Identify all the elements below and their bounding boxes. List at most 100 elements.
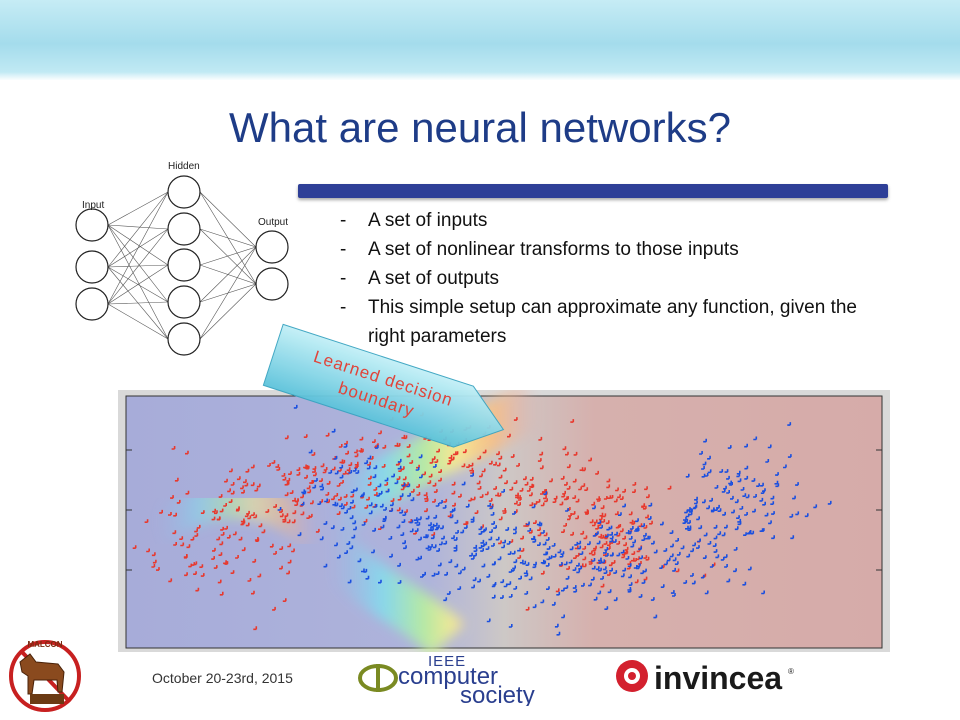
scatter-point <box>292 510 297 515</box>
scatter-point <box>734 499 739 504</box>
network-edge <box>199 246 257 340</box>
scatter-point <box>245 522 250 527</box>
scatter-point <box>470 472 474 477</box>
callout-arrow: Learned decision boundary <box>262 323 505 448</box>
scatter-point <box>308 449 313 454</box>
scatter-point <box>439 541 443 546</box>
scatter-point <box>598 516 603 521</box>
scatter-point <box>770 501 775 505</box>
scatter-point <box>762 501 766 506</box>
scatter-point <box>561 529 565 533</box>
scatter-point <box>465 503 470 508</box>
scatter-point <box>513 530 517 535</box>
scatter-point <box>616 541 621 545</box>
scatter-point <box>183 554 188 559</box>
output-layer-label: Output <box>258 217 288 228</box>
scatter-point <box>238 536 243 541</box>
scatter-point <box>592 505 596 510</box>
scatter-point <box>331 466 336 471</box>
scatter-point <box>537 532 542 537</box>
scatter-point <box>601 519 606 523</box>
scatter-point <box>219 541 224 546</box>
scatter-point <box>220 526 224 531</box>
scatter-point <box>218 494 223 498</box>
scatter-point <box>282 598 287 602</box>
scatter-point <box>501 544 505 549</box>
scatter-point <box>354 464 359 468</box>
scatter-point <box>419 474 423 479</box>
header-band <box>0 0 960 80</box>
scatter-point <box>491 583 496 588</box>
scatter-point <box>519 559 524 564</box>
scatter-point <box>591 501 596 506</box>
scatter-point <box>717 508 722 512</box>
scatter-point <box>764 512 769 517</box>
scatter-point <box>498 540 502 545</box>
network-edge <box>107 191 169 305</box>
scatter-point <box>224 478 228 483</box>
scatter-point <box>200 573 205 577</box>
scatter-point <box>724 524 728 529</box>
scatter-point <box>491 543 495 547</box>
scatter-point <box>352 520 357 525</box>
scatter-point <box>697 538 701 543</box>
scatter-point <box>595 525 599 530</box>
scatter-point <box>346 467 351 471</box>
scatter-point <box>635 518 639 523</box>
scatter-point <box>486 573 491 578</box>
scatter-point <box>491 521 495 525</box>
scatter-point <box>365 575 370 580</box>
scatter-point <box>599 512 604 517</box>
scatter-point <box>432 498 436 503</box>
scatter-point <box>537 527 541 531</box>
scatter-point <box>394 480 399 485</box>
scatter-point <box>331 428 336 433</box>
scatter-point <box>630 543 635 548</box>
scatter-point <box>744 443 748 448</box>
scatter-point <box>571 511 576 515</box>
scatter-point <box>584 509 589 514</box>
scatter-point <box>561 614 565 619</box>
scatter-point <box>279 565 283 570</box>
neural-network-diagram: Input Hidden Output <box>75 161 289 356</box>
scatter-point <box>339 464 344 469</box>
scatter-point <box>676 551 681 556</box>
scatter-point <box>568 513 572 517</box>
scatter-point <box>572 585 577 589</box>
scatter-point <box>620 549 625 554</box>
scatter-point <box>713 524 718 529</box>
scatter-point <box>487 502 492 507</box>
scatter-point <box>367 481 372 486</box>
scatter-point <box>520 548 525 552</box>
scatter-point <box>436 548 440 552</box>
scatter-point <box>345 450 349 455</box>
scatter-point <box>244 482 249 487</box>
scatter-point <box>591 565 596 570</box>
scatter-point <box>401 482 406 487</box>
scatter-point <box>146 548 150 553</box>
scatter-point <box>371 549 375 554</box>
scatter-point <box>507 581 512 586</box>
scatter-point <box>770 495 775 500</box>
scatter-point <box>760 482 764 487</box>
scatter-point <box>691 580 696 585</box>
network-edge <box>199 246 257 266</box>
scatter-point <box>396 507 401 512</box>
scatter-point <box>733 568 737 573</box>
scatter-point <box>552 499 557 503</box>
scatter-point <box>431 456 436 460</box>
scatter-point <box>434 459 439 463</box>
scatter-point <box>418 516 422 521</box>
scatter-point <box>451 490 456 495</box>
scatter-point <box>381 464 386 468</box>
scatter-point <box>325 492 330 496</box>
scatter-point <box>406 483 411 488</box>
scatter-point <box>258 523 263 528</box>
scatter-point <box>600 505 605 510</box>
scatter-point <box>447 513 452 518</box>
scatter-point <box>569 546 574 551</box>
scatter-point <box>368 475 372 480</box>
scatter-point <box>582 563 587 568</box>
scatter-point <box>297 532 302 537</box>
scatter-point <box>338 496 342 501</box>
